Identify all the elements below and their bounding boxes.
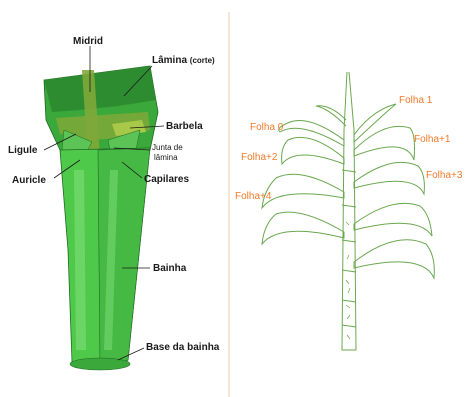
label-lamina: Lâmina (corte) (152, 55, 215, 66)
label-folha-plus-4: Folha+4 (235, 191, 272, 202)
leaf-bottom-right (354, 240, 434, 278)
label-junta-1: Junta de (152, 143, 183, 152)
label-folha-plus-2: Folha+2 (241, 152, 278, 163)
label-folha-plus-3: Folha+3 (426, 170, 463, 181)
sheath-base (70, 358, 130, 370)
leaf-folha-0 (279, 120, 344, 146)
label-folha-0: Folha 0 (250, 122, 284, 133)
label-base-bainha: Base da bainha (146, 342, 220, 353)
leaf-folha-plus-2 (282, 137, 344, 164)
label-capilares: Capilares (144, 174, 189, 185)
leaf-lower-left (262, 212, 344, 244)
sugarcane-plant-illustration (262, 72, 434, 350)
stalk-texture (346, 222, 350, 339)
label-barbela: Barbela (166, 121, 203, 132)
label-folha-1: Folha 1 (399, 95, 433, 106)
leaf-lower-right (354, 203, 432, 236)
leaf-sheath-illustration: Midrid Lâmina (corte) Barbela Ligule Jun… (8, 36, 220, 370)
label-folha-plus-1: Folha+1 (414, 134, 451, 145)
label-junta-2: lâmina (154, 153, 178, 162)
label-auricle: Auricle (12, 175, 46, 186)
leaf-folha-plus-4 (262, 174, 344, 208)
leaf-folha-plus-1 (354, 126, 415, 160)
stalk-top (344, 72, 354, 130)
leaf-folha-plus-3 (354, 162, 424, 194)
label-bainha: Bainha (153, 263, 187, 274)
leaf-folha-1 (354, 104, 396, 142)
label-ligule: Ligule (8, 145, 38, 156)
leaf-top-left (316, 106, 346, 126)
sheath-highlight (74, 170, 86, 350)
label-midrib: Midrid (73, 36, 103, 47)
